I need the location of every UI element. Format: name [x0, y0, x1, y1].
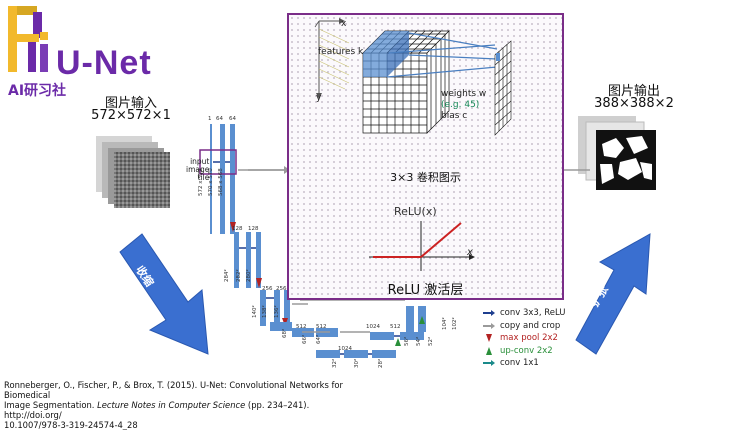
copy-crop-line-1b: [562, 169, 590, 171]
arrow-down-icon: [486, 334, 492, 343]
input-tile-label: input image tile: [186, 157, 210, 182]
ai-logo-icon: [8, 6, 48, 72]
channel-label-512b: 512: [316, 324, 327, 330]
size-label-54: 54²: [416, 336, 422, 346]
arrow-right-icon: [483, 360, 495, 367]
legend-item-copy: copy and crop: [482, 320, 566, 333]
unet-architecture-diagram: [199, 124, 466, 358]
size-label-140: 140²: [252, 305, 258, 318]
size-label-282: 282²: [236, 269, 242, 282]
legend-item-upconv: up-conv 2x2: [482, 345, 566, 358]
legend-item-maxpool: max pool 2x2: [482, 332, 566, 345]
channel-label-64a: 64: [216, 116, 223, 122]
size-label-32: 32²: [332, 358, 338, 368]
size-label-52: 52²: [428, 336, 434, 346]
size-label-56: 56²: [404, 336, 410, 346]
size-label-64: 64²: [316, 334, 322, 344]
size-label-138: 138²: [262, 305, 268, 318]
relu-function-label: ReLU(x): [394, 205, 437, 218]
arrow-up-icon: [486, 346, 492, 355]
legend: conv 3x3, ReLU copy and crop max pool 2x…: [482, 307, 566, 370]
channel-label-512a: 512: [296, 324, 307, 330]
size-label-568: 568 x 568: [218, 168, 224, 196]
size-label-102: 102²: [452, 317, 458, 330]
output-segmentation-stack: [578, 116, 656, 190]
y-axis-label: y: [316, 93, 322, 103]
size-label-28: 28²: [378, 358, 384, 368]
expand-arrow-icon: [575, 233, 651, 355]
input-title: 图片输入: [104, 96, 157, 111]
size-label-104: 104²: [442, 317, 448, 330]
size-label-570: 570 x 570: [208, 168, 214, 196]
input-image-stack: [96, 136, 170, 208]
channel-label-up-512: 512: [390, 324, 401, 330]
channel-label-128b: 128: [248, 226, 259, 232]
size-label-30: 30²: [354, 358, 360, 368]
features-label: features k: [318, 47, 364, 57]
size-label-284: 284²: [224, 269, 230, 282]
channel-label-1024: 1024: [338, 346, 352, 352]
size-label-66: 66²: [302, 334, 308, 344]
brand-subtitle: AI研习社: [8, 83, 67, 99]
relu-caption: ReLU 激活层: [387, 283, 464, 298]
conv-relu-popup: x features k y weights w (e.g. 45) bias …: [287, 13, 564, 300]
x-axis-label: x: [341, 19, 347, 29]
input-size: 572×572×1: [91, 108, 171, 123]
size-label-280: 280²: [246, 269, 252, 282]
size-label-572: 572 x 572: [198, 168, 204, 196]
citation: Ronneberger, O., Fischer, P., & Brox, T.…: [4, 380, 343, 430]
conv-caption: 3×3 卷积图示: [390, 171, 461, 184]
size-label-136: 136²: [274, 305, 280, 318]
size-label-68: 68²: [282, 328, 288, 338]
channel-label-256b: 256: [276, 286, 287, 292]
arrow-right-icon: [483, 322, 495, 329]
channel-label-128a: 128: [232, 226, 243, 232]
legend-item-conv: conv 3x3, ReLU: [482, 307, 566, 320]
brand-title: U-Net: [56, 44, 152, 82]
channel-label-1: 1: [208, 116, 212, 122]
output-size: 388×388×2: [594, 96, 674, 111]
weights-label: weights w (e.g. 45) bias c: [441, 89, 487, 121]
convolution-illustration: [314, 18, 512, 271]
contract-arrow-icon: [119, 233, 209, 355]
legend-item-conv1x1: conv 1x1: [482, 357, 566, 370]
arrow-right-icon: [483, 310, 495, 317]
channel-label-256a: 256: [262, 286, 273, 292]
relu-x-label: x: [467, 247, 473, 258]
channel-label-64b: 64: [229, 116, 236, 122]
channel-label-up-1024: 1024: [366, 324, 380, 330]
output-title: 图片输出: [607, 84, 660, 99]
